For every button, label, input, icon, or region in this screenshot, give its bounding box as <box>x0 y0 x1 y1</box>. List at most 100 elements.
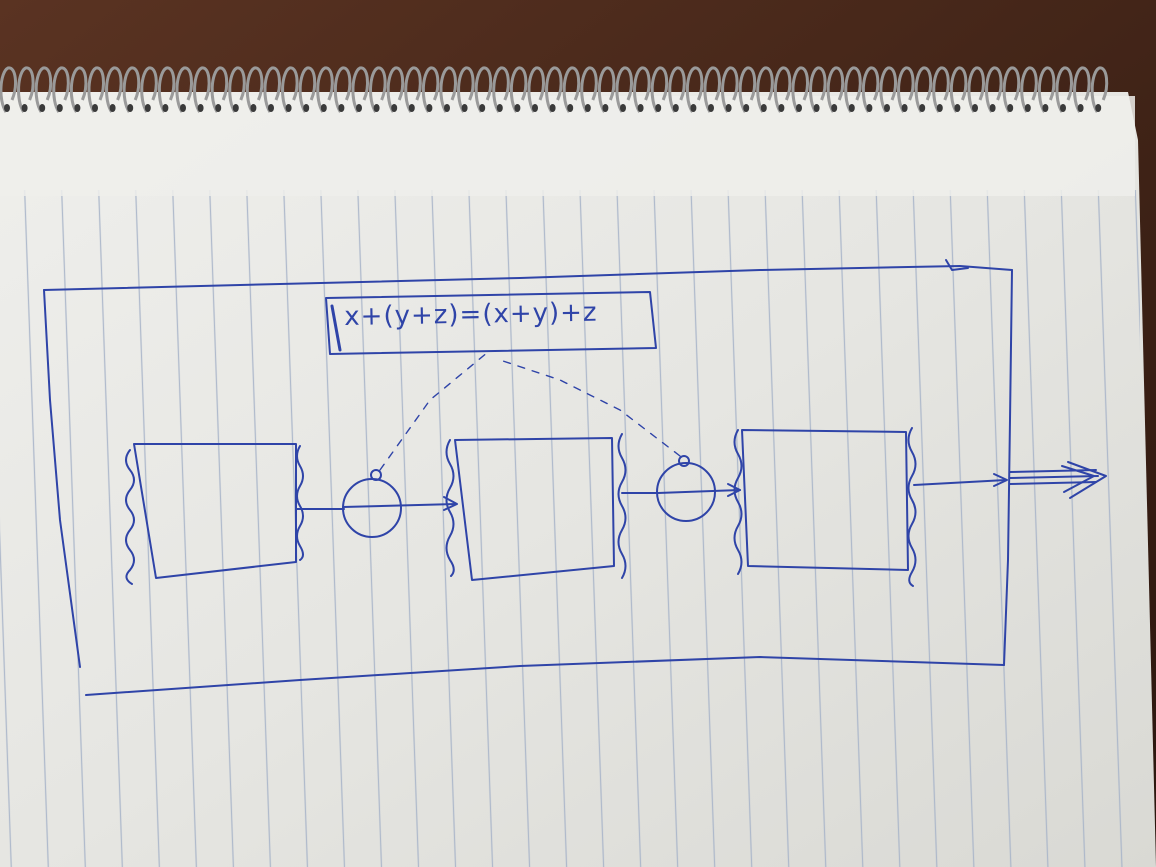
spiral-hole <box>919 104 926 112</box>
spiral-hole <box>232 104 239 112</box>
spiral-hole <box>180 104 186 112</box>
spiral-hole <box>1095 104 1102 112</box>
spiral-ring <box>545 66 563 113</box>
spiral-ring <box>562 66 581 113</box>
spiral-ring <box>897 66 915 113</box>
spiral-ring <box>316 66 334 113</box>
spiral-ring <box>457 66 475 113</box>
spiral-ring <box>492 66 510 113</box>
spiral-ring <box>1037 66 1056 113</box>
operator-node-stem-2 <box>678 455 690 467</box>
block-2-right-wavy <box>617 433 627 579</box>
spiral-ring <box>298 66 317 113</box>
spiral-ring <box>967 66 985 113</box>
spiral-ring <box>175 66 193 113</box>
spiral-ring <box>1090 66 1109 113</box>
spiral-hole <box>760 104 767 112</box>
spiral-ring <box>210 66 229 113</box>
spiral-ring <box>193 66 211 113</box>
spiral-ring <box>1055 66 1073 113</box>
node-1-to-formula-dashed <box>379 351 489 471</box>
container-corner-tick <box>945 259 969 271</box>
spiral-hole <box>637 104 644 112</box>
spiral-ring <box>791 66 809 113</box>
spiral-ring <box>756 66 774 113</box>
spiral-ring <box>263 66 281 113</box>
container-top-edge <box>43 265 1013 291</box>
spiral-hole <box>285 104 292 112</box>
spiral-ring <box>34 66 53 113</box>
spiral-hole <box>708 104 714 112</box>
spiral-hole <box>567 104 574 112</box>
spiral-ring <box>281 66 299 113</box>
block-3-left-wavy <box>733 429 743 575</box>
spiral-hole <box>884 104 890 112</box>
container-right-edge <box>1003 269 1013 666</box>
spiral-ring <box>914 66 933 113</box>
spiral-hole <box>215 104 222 112</box>
arrowhead-output <box>993 473 1008 487</box>
spiral-hole <box>127 104 134 112</box>
spiral-ring <box>879 66 897 113</box>
container-left-edge <box>43 289 81 668</box>
spiral-hole <box>408 104 415 112</box>
spiral-hole <box>1007 104 1014 112</box>
spiral-hole <box>690 104 697 112</box>
spiral-ring <box>52 66 70 113</box>
spiral-hole <box>796 104 802 112</box>
spiral-hole <box>21 104 28 112</box>
spiral-hole <box>197 104 204 112</box>
block-3 <box>741 429 909 571</box>
spiral-ring <box>404 66 422 113</box>
spiral-hole <box>1024 104 1031 112</box>
spiral-ring <box>245 66 264 113</box>
spiral-hole <box>672 104 679 112</box>
spiral-ring <box>633 66 651 113</box>
spiral-ring <box>773 66 792 113</box>
spiral-ring <box>474 66 493 113</box>
spiral-ring <box>932 66 950 113</box>
spiral-hole <box>74 104 81 112</box>
arrowhead-block3 <box>727 483 741 497</box>
spiral-ring <box>985 66 1003 113</box>
diagram-ink <box>43 259 1107 696</box>
spiral-ring <box>333 66 352 113</box>
spiral-ring <box>421 66 440 113</box>
spiral-ring <box>527 66 545 113</box>
spiral-ring <box>69 66 88 113</box>
link-node2-block3 <box>657 489 741 494</box>
spiral-ring <box>87 66 105 113</box>
block-1-right-wavy <box>296 445 304 561</box>
spiral-hole <box>338 104 345 112</box>
spiral-hole <box>356 104 362 112</box>
spiral-hole <box>725 104 732 112</box>
spiral-hole <box>426 104 433 112</box>
spiral-hole <box>549 104 556 112</box>
spiral-hole <box>848 104 855 112</box>
spiral-ring <box>122 66 141 113</box>
spiral-ring <box>949 66 968 113</box>
spiral-hole <box>901 104 908 112</box>
block-1-left-wavy <box>125 449 135 585</box>
spiral-hole <box>936 104 943 112</box>
spiral-ring <box>17 66 35 113</box>
spiral-hole <box>268 104 274 112</box>
spiral-ring <box>105 66 123 113</box>
spiral-hole <box>444 104 450 112</box>
spiral-ring <box>861 66 880 113</box>
spiral-hole <box>620 104 626 112</box>
spiral-ring <box>826 66 845 113</box>
operator-node-stem-1 <box>370 469 382 481</box>
node-2-to-formula-dashed <box>499 359 681 457</box>
spiral-hole <box>1077 104 1084 112</box>
spiral-ring <box>0 66 17 113</box>
spiral-ring <box>721 66 739 113</box>
spiral-hole <box>92 104 98 112</box>
spiral-ring <box>703 66 721 113</box>
spiral-ring <box>650 66 669 113</box>
spiral-hole <box>303 104 310 112</box>
spiral-hole <box>479 104 486 112</box>
spiral-ring <box>615 66 633 113</box>
